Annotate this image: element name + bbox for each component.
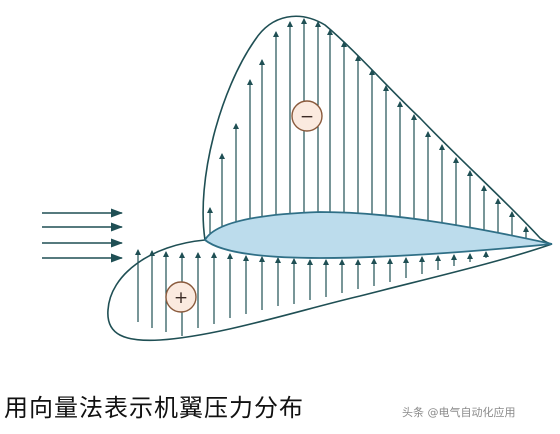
airfoil bbox=[203, 211, 553, 259]
pressure-vectors bbox=[135, 18, 529, 336]
suction-envelope bbox=[202, 15, 553, 245]
suction-sign: − bbox=[291, 100, 323, 132]
freestream-arrows bbox=[42, 208, 123, 263]
suction-sign-label: − bbox=[300, 107, 314, 127]
pressure-sign-label: + bbox=[174, 288, 188, 308]
pressure-envelope bbox=[107, 239, 553, 342]
pressure-sign: + bbox=[165, 281, 197, 313]
watermark: 头条 @电气自动化应用 bbox=[402, 406, 516, 419]
caption: 用向量法表示机翼压力分布 bbox=[4, 394, 304, 422]
